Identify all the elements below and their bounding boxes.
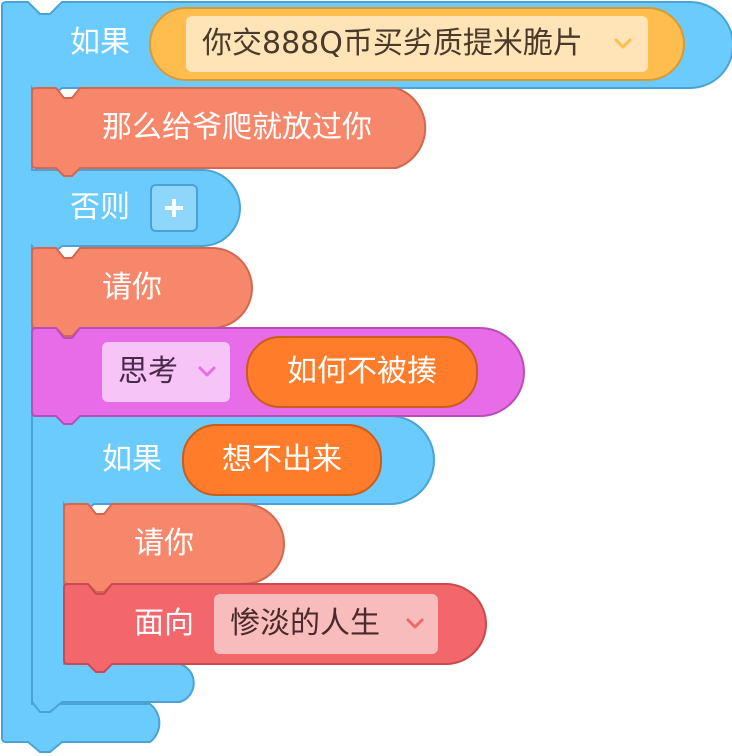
inner-if-condition-reporter[interactable]: 想不出来 bbox=[182, 424, 382, 496]
condition-dropdown[interactable]: 你交888Q币买劣质提米脆片 bbox=[186, 16, 648, 72]
face-dropdown[interactable]: 惨淡的人生 bbox=[214, 594, 438, 654]
else-keyword: 否则 bbox=[70, 190, 130, 225]
face-keyword: 面向 bbox=[134, 606, 194, 641]
think-dropdown[interactable]: 思考 bbox=[102, 342, 230, 402]
inner-if-keyword: 如果 bbox=[102, 442, 162, 477]
think-dropdown-value: 思考 bbox=[118, 354, 178, 389]
if-keyword: 如果 bbox=[70, 25, 130, 60]
ask-text-2: 请你 bbox=[134, 526, 194, 561]
else-add-plus-icon[interactable] bbox=[150, 184, 198, 232]
chevron-down-icon bbox=[198, 366, 216, 377]
face-dropdown-value: 惨淡的人生 bbox=[230, 606, 380, 641]
think-reporter[interactable]: 如何不被揍 bbox=[246, 336, 478, 408]
condition-dropdown-value: 你交888Q币买劣质提米脆片 bbox=[202, 26, 583, 61]
chevron-down-icon bbox=[406, 618, 424, 629]
say-text: 那么给爷爬就放过你 bbox=[102, 110, 372, 145]
say-block[interactable] bbox=[31, 87, 427, 177]
chevron-down-icon bbox=[614, 38, 632, 49]
ask-text-1: 请你 bbox=[102, 270, 162, 305]
